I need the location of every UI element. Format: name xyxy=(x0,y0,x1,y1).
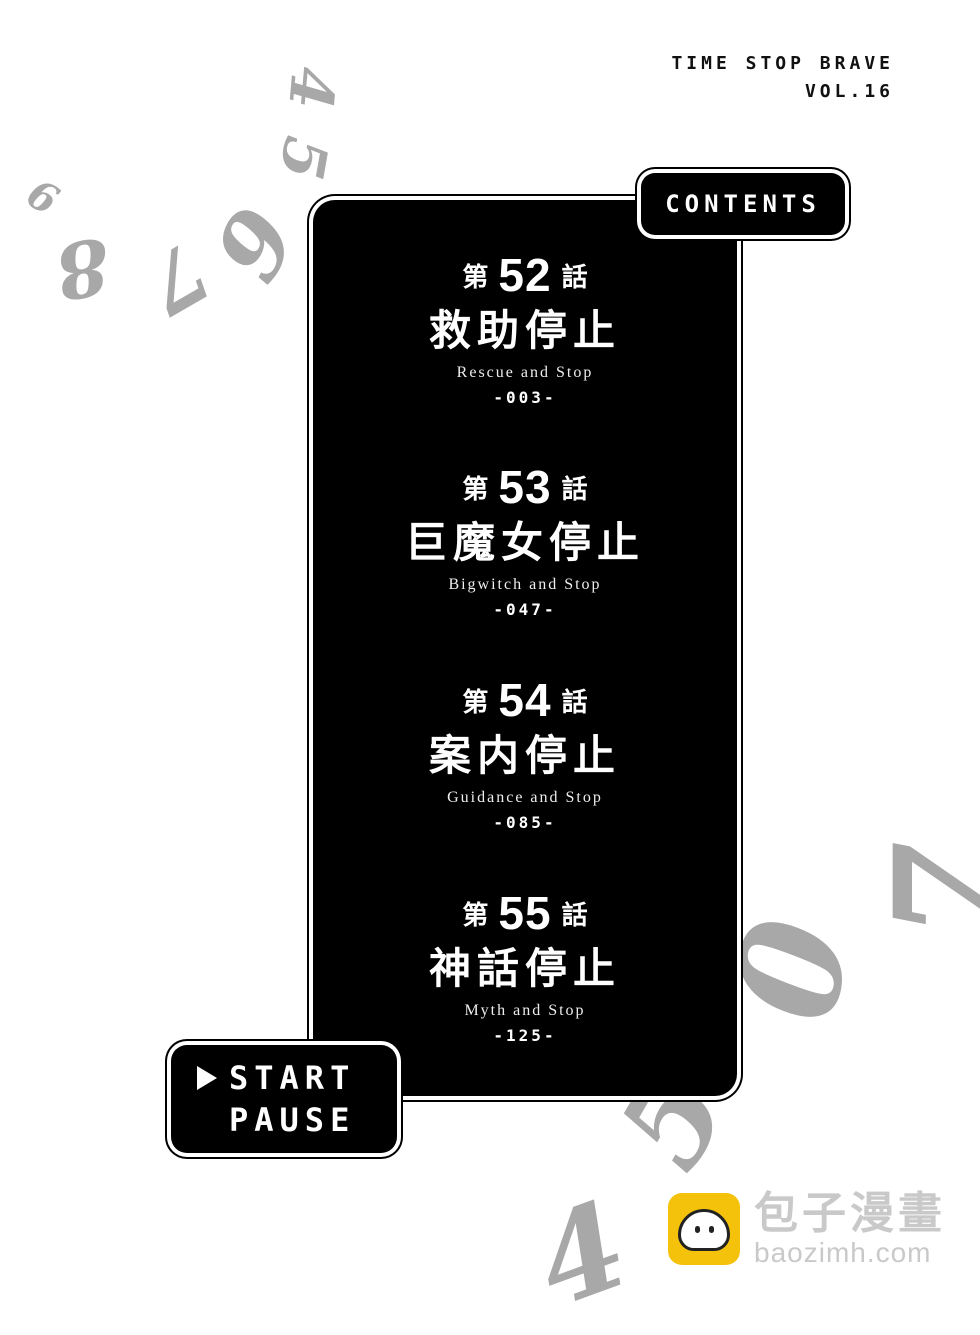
chapter-page: -047- xyxy=(493,600,557,619)
chapter-subtitle: Bigwitch and Stop xyxy=(448,576,602,593)
decor-number: 0 xyxy=(704,907,883,1033)
decor-number: 4 xyxy=(274,64,348,112)
bun-logo-icon xyxy=(668,1193,740,1265)
chapter-prefix: 第 xyxy=(462,474,489,505)
decor-number: 4 xyxy=(518,1174,645,1335)
chapter-number: 55 xyxy=(498,887,552,939)
contents-label: CONTENTS xyxy=(665,190,821,218)
menu-item-start: START xyxy=(197,1059,355,1097)
chapter-number: 54 xyxy=(498,674,552,726)
pause-label: PAUSE xyxy=(229,1101,356,1139)
series-header: TIME STOP BRAVE VOL.16 xyxy=(671,50,894,106)
chapter-title: 案内停止 xyxy=(428,731,621,780)
chapter-title: 神話停止 xyxy=(428,944,621,993)
contents-tab: CONTENTS xyxy=(641,173,845,235)
decor-number: 6 xyxy=(191,189,315,297)
chapter-subtitle: Rescue and Stop xyxy=(456,364,594,381)
chapter-suffix: 話 xyxy=(561,474,588,505)
chapter-title: 巨魔女停止 xyxy=(404,518,645,567)
chapter-title: 救助停止 xyxy=(428,306,621,355)
volume-label: VOL.16 xyxy=(804,81,894,102)
chapter-entry: 第 53 話 巨魔女停止 Bigwitch and Stop -047- xyxy=(313,461,737,619)
chapter-suffix: 話 xyxy=(561,687,588,718)
chapter-page: -085- xyxy=(493,813,557,832)
chapter-prefix: 第 xyxy=(462,687,489,718)
menu-item-pause: PAUSE xyxy=(229,1101,355,1139)
chapter-heading: 第 55 話 xyxy=(313,887,737,939)
start-pause-menu: START PAUSE xyxy=(171,1045,397,1153)
chapter-subtitle: Guidance and Stop xyxy=(447,789,603,806)
chapter-number: 52 xyxy=(498,249,552,301)
decor-number: 8 xyxy=(48,220,117,317)
chapter-entry: 第 54 話 案内停止 Guidance and Stop -085- xyxy=(313,674,737,832)
start-label: START xyxy=(229,1059,356,1097)
chapter-page: -003- xyxy=(493,388,557,407)
contents-panel xyxy=(313,200,737,1096)
chapter-prefix: 第 xyxy=(462,900,489,931)
play-cursor-icon xyxy=(197,1066,217,1090)
chapter-prefix: 第 xyxy=(462,262,489,293)
watermark: 包子漫畫 baozimh.com xyxy=(668,1190,946,1268)
chapter-heading: 第 52 話 xyxy=(313,249,737,301)
chapter-entry: 第 52 話 救助停止 Rescue and Stop -003- xyxy=(313,249,737,407)
chapter-subtitle: Myth and Stop xyxy=(464,1002,586,1019)
chapter-suffix: 話 xyxy=(561,900,588,931)
chapter-heading: 第 53 話 xyxy=(313,461,737,513)
series-title: TIME STOP BRAVE xyxy=(671,53,894,74)
decor-number: 7 xyxy=(865,841,980,938)
watermark-name: 包子漫畫 xyxy=(754,1188,946,1239)
chapter-number: 53 xyxy=(498,461,552,513)
decor-number: 9 xyxy=(19,168,68,223)
decor-number: 5 xyxy=(264,131,341,185)
chapter-page: -125- xyxy=(493,1026,557,1045)
chapter-heading: 第 54 話 xyxy=(313,674,737,726)
watermark-url: baozimh.com xyxy=(754,1237,932,1268)
chapter-entry: 第 55 話 神話停止 Myth and Stop -125- xyxy=(313,887,737,1045)
chapter-suffix: 話 xyxy=(561,262,588,293)
